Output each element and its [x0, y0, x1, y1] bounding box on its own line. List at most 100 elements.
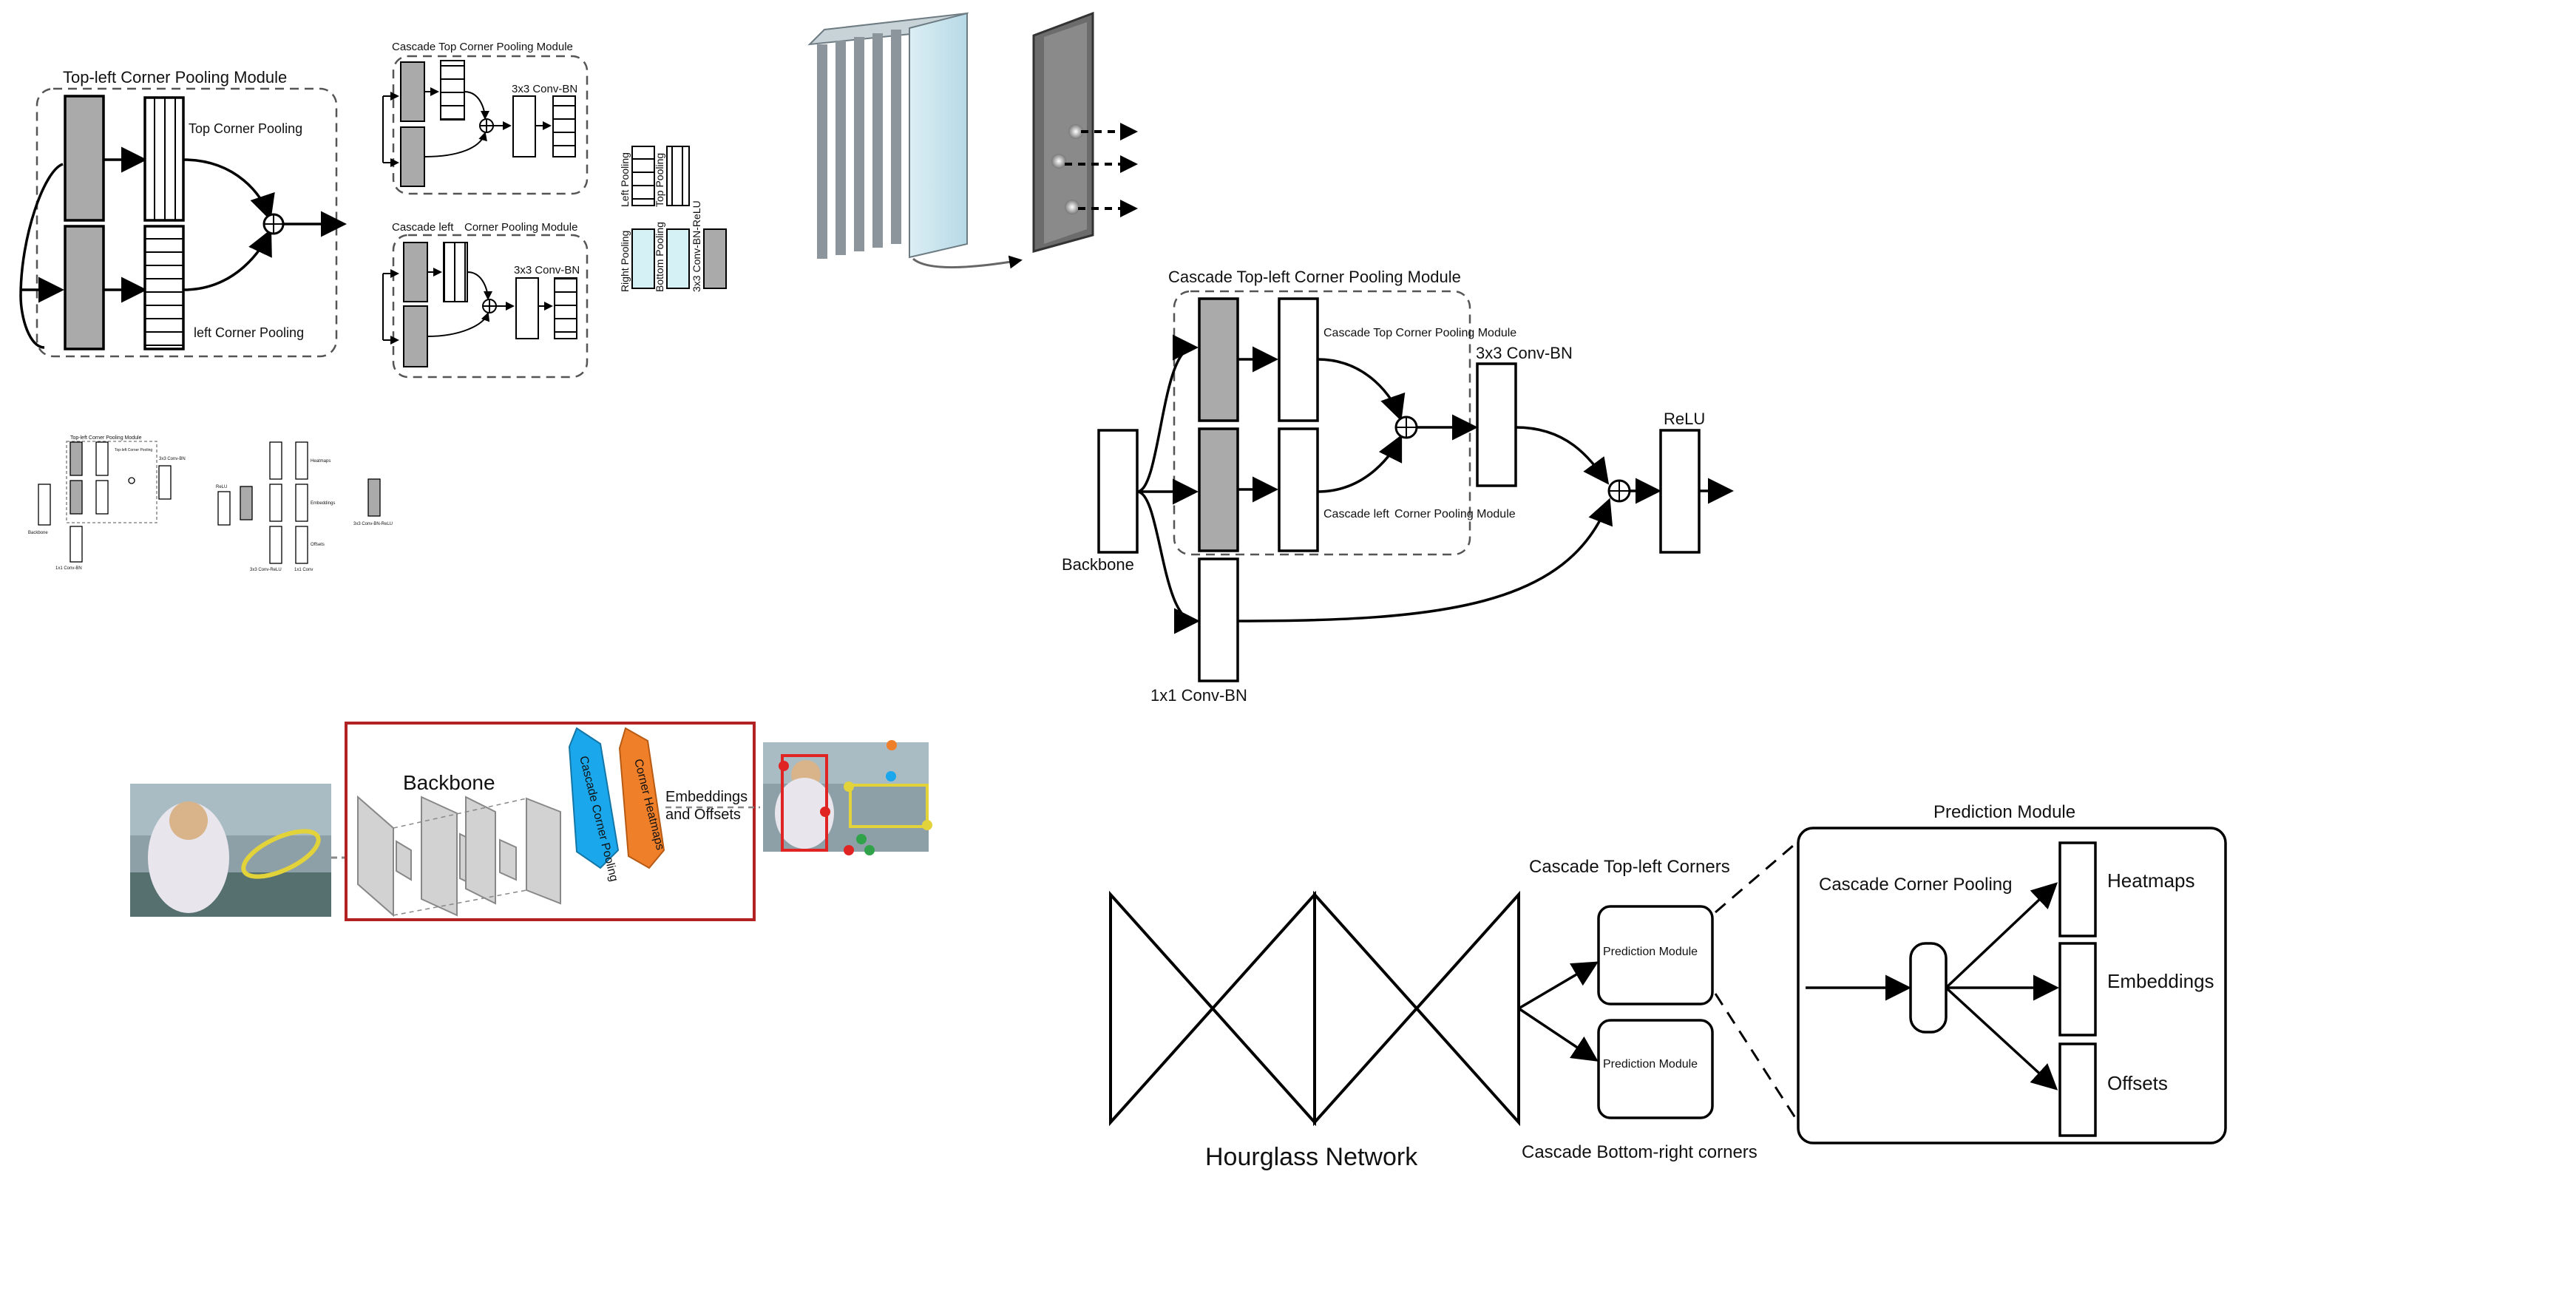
topleft-module-frame — [35, 87, 338, 358]
input-curve-bottom — [19, 295, 45, 349]
stack-slice-1 — [817, 44, 827, 259]
thumb-conv-relu: 3x3 Conv-ReLU — [250, 568, 282, 572]
cascade-top-title: Cascade Top Corner Pooling Module — [392, 41, 573, 53]
left-corner-pool-block — [143, 225, 185, 350]
peak-3 — [1065, 200, 1079, 214]
left-to-sum-arrow — [183, 228, 272, 291]
thumb-h1 — [269, 441, 282, 480]
thumb-embeddings: Embeddings — [311, 501, 335, 506]
legend-conv-bn-relu: 3x3 Conv-BN-ReLU — [691, 200, 702, 292]
thumb-heatmaps: Heatmaps — [311, 459, 331, 464]
thumb-h2 — [269, 484, 282, 522]
cascade-topleft-module-main: Cascade Top-left Corner Pooling Module B… — [1062, 268, 1734, 705]
corner-yellow-2 — [922, 820, 932, 830]
hourglass-2-right — [1414, 890, 1520, 1127]
thumb-h3 — [269, 526, 282, 564]
ccp-label: Cascade Corner Pooling — [1819, 875, 2012, 895]
stack-slice-4 — [872, 33, 883, 248]
hg-to-pm1 — [1518, 961, 1599, 1010]
cascade-top-arrow-2 — [464, 91, 489, 120]
hourglass-1-left — [1109, 890, 1215, 1127]
photo-head — [169, 801, 208, 840]
cascade-top-out-block — [552, 95, 576, 157]
hourglass-2-left — [1313, 890, 1419, 1127]
offsets-block — [2058, 1042, 2097, 1137]
cascade-left-pool-main — [1278, 427, 1319, 552]
stack-to-map-arrow — [912, 255, 1023, 269]
offsets-output-label: Offsets — [2107, 1072, 2168, 1094]
stack-slice-5 — [891, 30, 901, 244]
heatmaps-label: Heatmaps — [2107, 869, 2195, 892]
peak-1 — [1068, 124, 1083, 139]
pooling-legend: Left Pooling Top Pooling Right Pooling B… — [619, 146, 727, 292]
thumb-frame — [66, 441, 157, 523]
topleft-pooling-module: Top-left Corner Pooling Module Top Corne… — [19, 68, 347, 358]
pipeline-backbone-label: Backbone — [403, 771, 495, 794]
pm1-label: Prediction Module — [1603, 946, 1698, 958]
thumb-o1 — [295, 441, 308, 480]
photo-child — [148, 802, 229, 913]
thumb-offsets: Offsets — [311, 543, 325, 547]
cascade-main-title: Cascade Top-left Corner Pooling Module — [1168, 268, 1461, 286]
cascade-top-module-small: Cascade Top Corner Pooling Module 3x3 Co… — [382, 41, 589, 195]
bb-layer-2 — [396, 840, 412, 881]
embeddings-output-label: Embeddings — [2107, 970, 2214, 992]
thumb-conv3-label: 3x3 Conv-BN — [159, 457, 186, 461]
tl-corners-label: Cascade Top-left Corners — [1529, 857, 1730, 877]
out-child — [775, 778, 834, 849]
top-corner-pooling-label: Top Corner Pooling — [189, 121, 302, 136]
backbone-block — [1097, 429, 1139, 554]
cascade-left-conv-label: 3x3 Conv-BN — [514, 264, 580, 277]
top-to-sum-arrow — [183, 158, 275, 221]
corner-red-3 — [844, 845, 854, 855]
embeddings-block — [2058, 942, 2097, 1037]
cascade-left-pool-label-b: Corner Pooling Module — [1394, 508, 1516, 520]
cascade-left-out-block — [554, 277, 577, 339]
relu-label: ReLU — [1664, 410, 1705, 428]
bb-to-conv1 — [1136, 490, 1200, 634]
pm2-label: Prediction Module — [1603, 1058, 1698, 1071]
thumb-backbone — [38, 484, 51, 526]
hourglass-title: Hourglass Network — [1205, 1143, 1418, 1171]
thumb-relu — [217, 491, 231, 526]
bb-layer-3 — [421, 796, 458, 917]
bbox-racket — [849, 784, 929, 828]
embeddings-label: Embeddings — [665, 789, 748, 805]
ccp-to-offsets — [1945, 986, 2058, 1091]
stack-slice-3 — [854, 37, 864, 251]
input-curve-top — [19, 163, 64, 296]
cascade-left-title-b: Corner Pooling Module — [464, 221, 577, 234]
glass-slab — [909, 12, 968, 259]
thumb-g2 — [70, 480, 83, 515]
prediction-module-2 — [1597, 1019, 1714, 1119]
thumb-relu-label: ReLU — [216, 485, 227, 489]
heatmaps-block — [2058, 841, 2097, 937]
thumb-sub: Top-left Corner Pooling — [115, 448, 152, 452]
thumbnail-network: Top-left Corner Pooling Module Top-left … — [28, 435, 393, 572]
thumb-o3 — [295, 526, 308, 564]
corner-red-1 — [779, 761, 789, 771]
zoom-line-2 — [1714, 993, 1800, 1123]
prediction-module-1 — [1597, 905, 1714, 1005]
stack-slice-2 — [835, 41, 846, 255]
left-to-sum — [1317, 434, 1403, 493]
top-to-sum — [1317, 358, 1406, 421]
left-corner-pooling-label: left Corner Pooling — [194, 325, 304, 340]
bb-layer-6 — [499, 838, 517, 881]
cascade-left-arrow-3 — [427, 312, 490, 337]
offsets-label: and Offsets — [665, 807, 741, 823]
cascade-left-frame — [392, 234, 589, 379]
feature-map-illustration — [807, 11, 1138, 269]
backbone-label: Backbone — [1062, 555, 1134, 574]
pred-module-title: Prediction Module — [1933, 802, 2075, 822]
cascade-left-arrow-2 — [467, 271, 492, 300]
thumb-title: Top-left Corner Pooling Module — [70, 435, 142, 441]
thumb-sum — [128, 477, 135, 484]
thumb-w2 — [95, 480, 109, 515]
thumb-conv1x1b: 1x1 Conv — [294, 568, 313, 572]
br-corners-label: Cascade Bottom-right corners — [1522, 1142, 1758, 1162]
conv3x3-block — [1476, 362, 1517, 487]
legend-left-pool-swatch — [631, 146, 655, 206]
legend-bottom-pool-swatch — [666, 228, 690, 289]
